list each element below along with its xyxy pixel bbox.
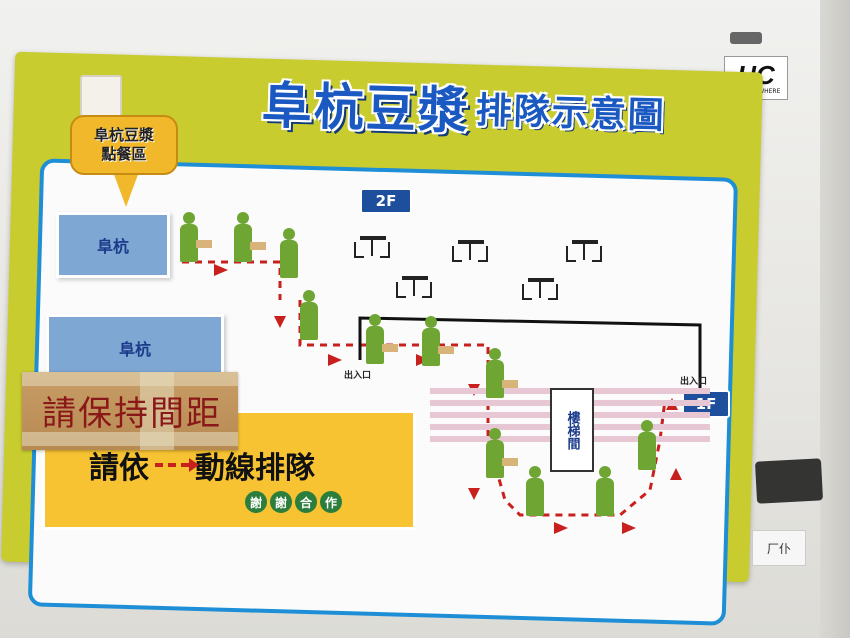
- order-area-bubble: 阜杭豆漿 點餐區: [60, 75, 178, 207]
- order-area-line2: 點餐區: [101, 145, 147, 163]
- stairwell: 樓梯間: [550, 388, 594, 472]
- person-icon: [484, 348, 506, 398]
- mounting-clip: [730, 32, 762, 44]
- instruction-text: 請依 動線排隊: [89, 443, 315, 487]
- person-icon: [364, 314, 386, 364]
- stairwell-label: 樓梯間: [564, 410, 580, 450]
- person-icon: [232, 212, 254, 262]
- table-icon: [354, 236, 390, 258]
- bubble-pointer: [112, 169, 140, 207]
- table-icon: [452, 240, 488, 262]
- exit-label-right: 出入口: [680, 377, 708, 387]
- tray-icon: [502, 380, 518, 388]
- arrowhead-3: [328, 354, 342, 366]
- route-segment-4: [486, 390, 667, 517]
- exit-label-left: 出入口: [344, 371, 372, 381]
- route-arrow-icon: [155, 458, 199, 472]
- order-area-label: 阜杭豆漿 點餐區: [70, 115, 178, 175]
- arrowhead-2: [274, 316, 286, 328]
- person-icon: [298, 290, 320, 340]
- table-icon: [566, 240, 602, 262]
- black-sticker: [754, 458, 824, 504]
- thanks-char: 合: [295, 491, 317, 513]
- arrowhead-9: [670, 468, 682, 480]
- arrowhead-1: [214, 264, 228, 276]
- route-segment-1: [182, 260, 282, 300]
- arrowhead-6: [468, 488, 480, 500]
- arrowhead-7: [554, 522, 568, 534]
- tape-strip: [22, 372, 238, 386]
- instruction-after: 動線排隊: [195, 451, 315, 486]
- thanks-char: 謝: [270, 491, 292, 513]
- wall-edge: [820, 0, 850, 638]
- first-floor-wall: [358, 316, 702, 388]
- thanks-char: 謝: [245, 491, 267, 513]
- tray-icon: [502, 458, 518, 466]
- person-icon: [278, 228, 300, 278]
- tray-icon: [438, 346, 454, 354]
- cardboard-sign: 請保持間距: [22, 372, 238, 450]
- table-icon: [396, 276, 432, 298]
- order-area-line1: 阜杭豆漿: [93, 126, 154, 144]
- shop-label-lower: 阜杭: [118, 340, 151, 359]
- person-icon: [636, 420, 658, 470]
- floor-2f-badge: 2F: [360, 188, 412, 214]
- instruction-before: 請依: [89, 451, 149, 486]
- person-icon: [420, 316, 442, 366]
- tray-icon: [382, 344, 398, 352]
- person-icon: [524, 466, 546, 516]
- wall-note: 厂仆: [752, 530, 806, 566]
- thanks-char: 作: [320, 491, 342, 513]
- person-icon: [594, 466, 616, 516]
- distance-sign-text: 請保持間距: [42, 394, 222, 434]
- tray-icon: [196, 240, 212, 248]
- thanks-badges: 謝 謝 合 作: [245, 491, 342, 513]
- tray-icon: [250, 242, 266, 250]
- tape-strip: [22, 432, 238, 446]
- person-icon: [178, 212, 200, 262]
- table-icon: [522, 278, 558, 300]
- shop-label-upper: 阜杭: [96, 237, 129, 256]
- person-icon: [484, 428, 506, 478]
- shop-counter-upper: 阜杭: [56, 212, 170, 278]
- arrowhead-8: [622, 522, 636, 534]
